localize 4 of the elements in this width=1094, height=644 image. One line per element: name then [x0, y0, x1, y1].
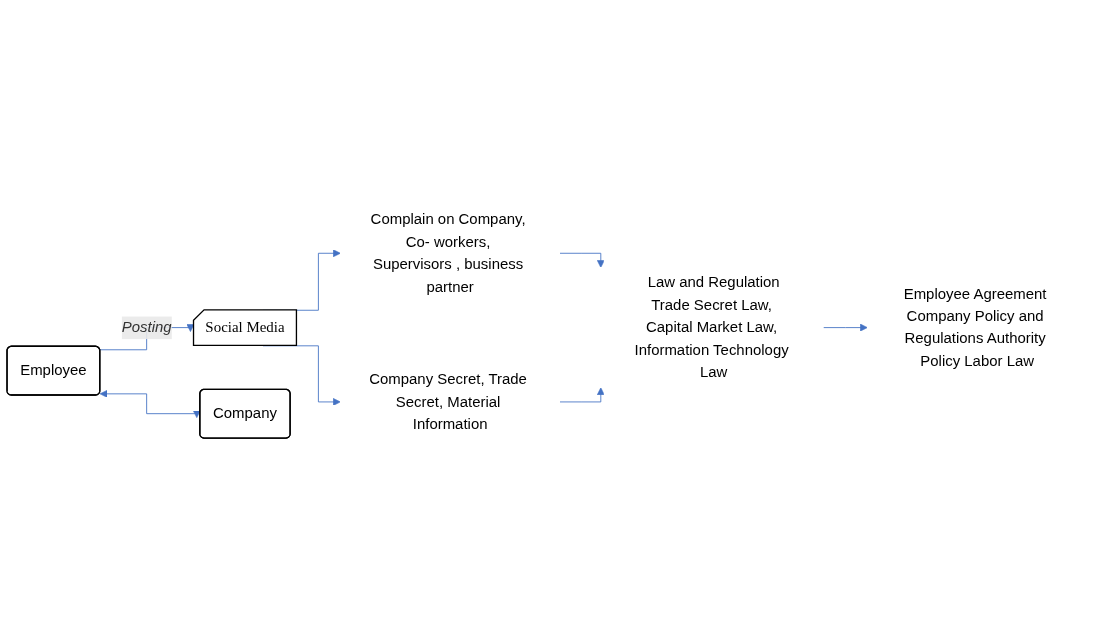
node-text: Company Secret, Trade Secret, Material Information [369, 370, 527, 433]
node-text: Employee Agreement Company Policy and Regulations Authority Policy Labor Law [903, 285, 1047, 370]
node-text: Complain on Company, Co- workers, Supervisors , business partner [370, 211, 526, 295]
node-text: Law and Regulation Trade Secret Law, Capital Market Law, Information Technology Law [634, 274, 789, 381]
